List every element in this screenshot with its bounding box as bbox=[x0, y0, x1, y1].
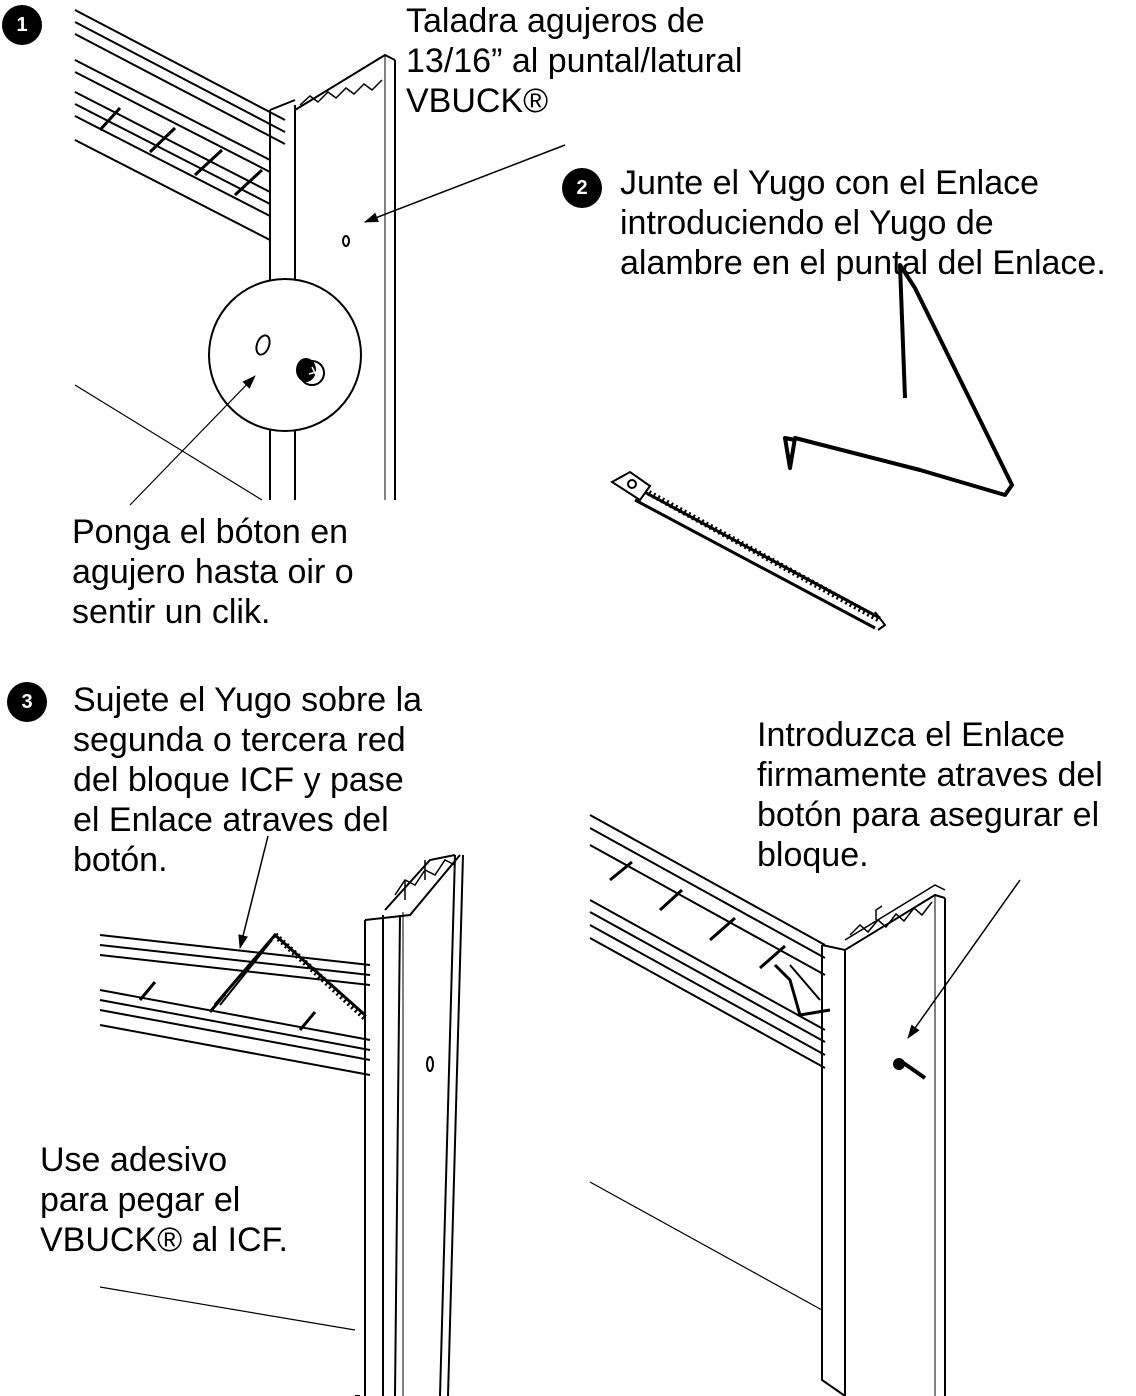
adhesive-instruction: Use adesivo para pegar el VBUCK® al ICF. bbox=[40, 1140, 288, 1260]
drill-line-1: Taladra agujeros de bbox=[406, 2, 705, 40]
step-1-badge: 1 bbox=[2, 5, 42, 45]
hold-line-3: del bloque ICF y pase bbox=[73, 761, 404, 799]
drill-line-3: VBUCK® bbox=[406, 82, 549, 120]
step-2-badge: 2 bbox=[562, 168, 602, 208]
button-instruction: Ponga el bóton en agujero hasta oir o se… bbox=[72, 512, 354, 632]
insert-line-3: botón para asegurar el bbox=[757, 796, 1100, 834]
button-pointer-line bbox=[129, 375, 256, 506]
hold-line-4: el Enlace atraves del bbox=[73, 801, 389, 839]
button-line-2: agujero hasta oir o bbox=[72, 553, 354, 591]
drill-hole-arrow bbox=[364, 144, 566, 223]
hold-line-2: segunda o tercera red bbox=[73, 721, 406, 759]
hold-line-1: Sujete el Yugo sobre la bbox=[73, 681, 423, 719]
button-line-3: sentir un clik. bbox=[72, 593, 271, 631]
insert-line-4: bloque. bbox=[757, 836, 869, 874]
adhesive-line-1: Use adesivo bbox=[40, 1141, 228, 1179]
button-line-1: Ponga el bóton en bbox=[72, 513, 349, 551]
drill-holes-instruction: Taladra agujeros de 13/16” al puntal/lat… bbox=[406, 1, 742, 121]
insert-link-instruction: Introduzca el Enlace firmamente atraves … bbox=[757, 715, 1103, 875]
hold-yoke-instruction: Sujete el Yugo sobre la segunda o tercer… bbox=[73, 680, 422, 880]
drill-line-2: 13/16” al puntal/latural bbox=[406, 42, 743, 80]
link-insert-arrow bbox=[907, 879, 1021, 1039]
insert-line-1: Introduzca el Enlace bbox=[757, 716, 1066, 754]
hold-line-5: botón. bbox=[73, 841, 168, 879]
figure-link-secured bbox=[589, 814, 946, 1396]
yoke-pointer-arrow bbox=[238, 835, 269, 949]
adhesive-line-2: para pegar el bbox=[40, 1181, 241, 1219]
join-yoke-instruction: Junte el Yugo con el Enlace introduciend… bbox=[620, 163, 1106, 283]
join-line-2: introduciendo el Yugo de bbox=[620, 204, 994, 242]
step-3-badge: 3 bbox=[7, 682, 47, 722]
figure-yoke-and-link bbox=[610, 263, 1014, 631]
join-line-1: Junte el Yugo con el Enlace bbox=[620, 164, 1040, 202]
figure-drill-holes bbox=[74, 9, 396, 501]
figure-yoke-installed bbox=[99, 854, 464, 1396]
join-line-3: alambre en el puntal del Enlace. bbox=[620, 244, 1106, 282]
insert-line-2: firmamente atraves del bbox=[757, 756, 1103, 794]
adhesive-line-3: VBUCK® al ICF. bbox=[40, 1221, 288, 1259]
